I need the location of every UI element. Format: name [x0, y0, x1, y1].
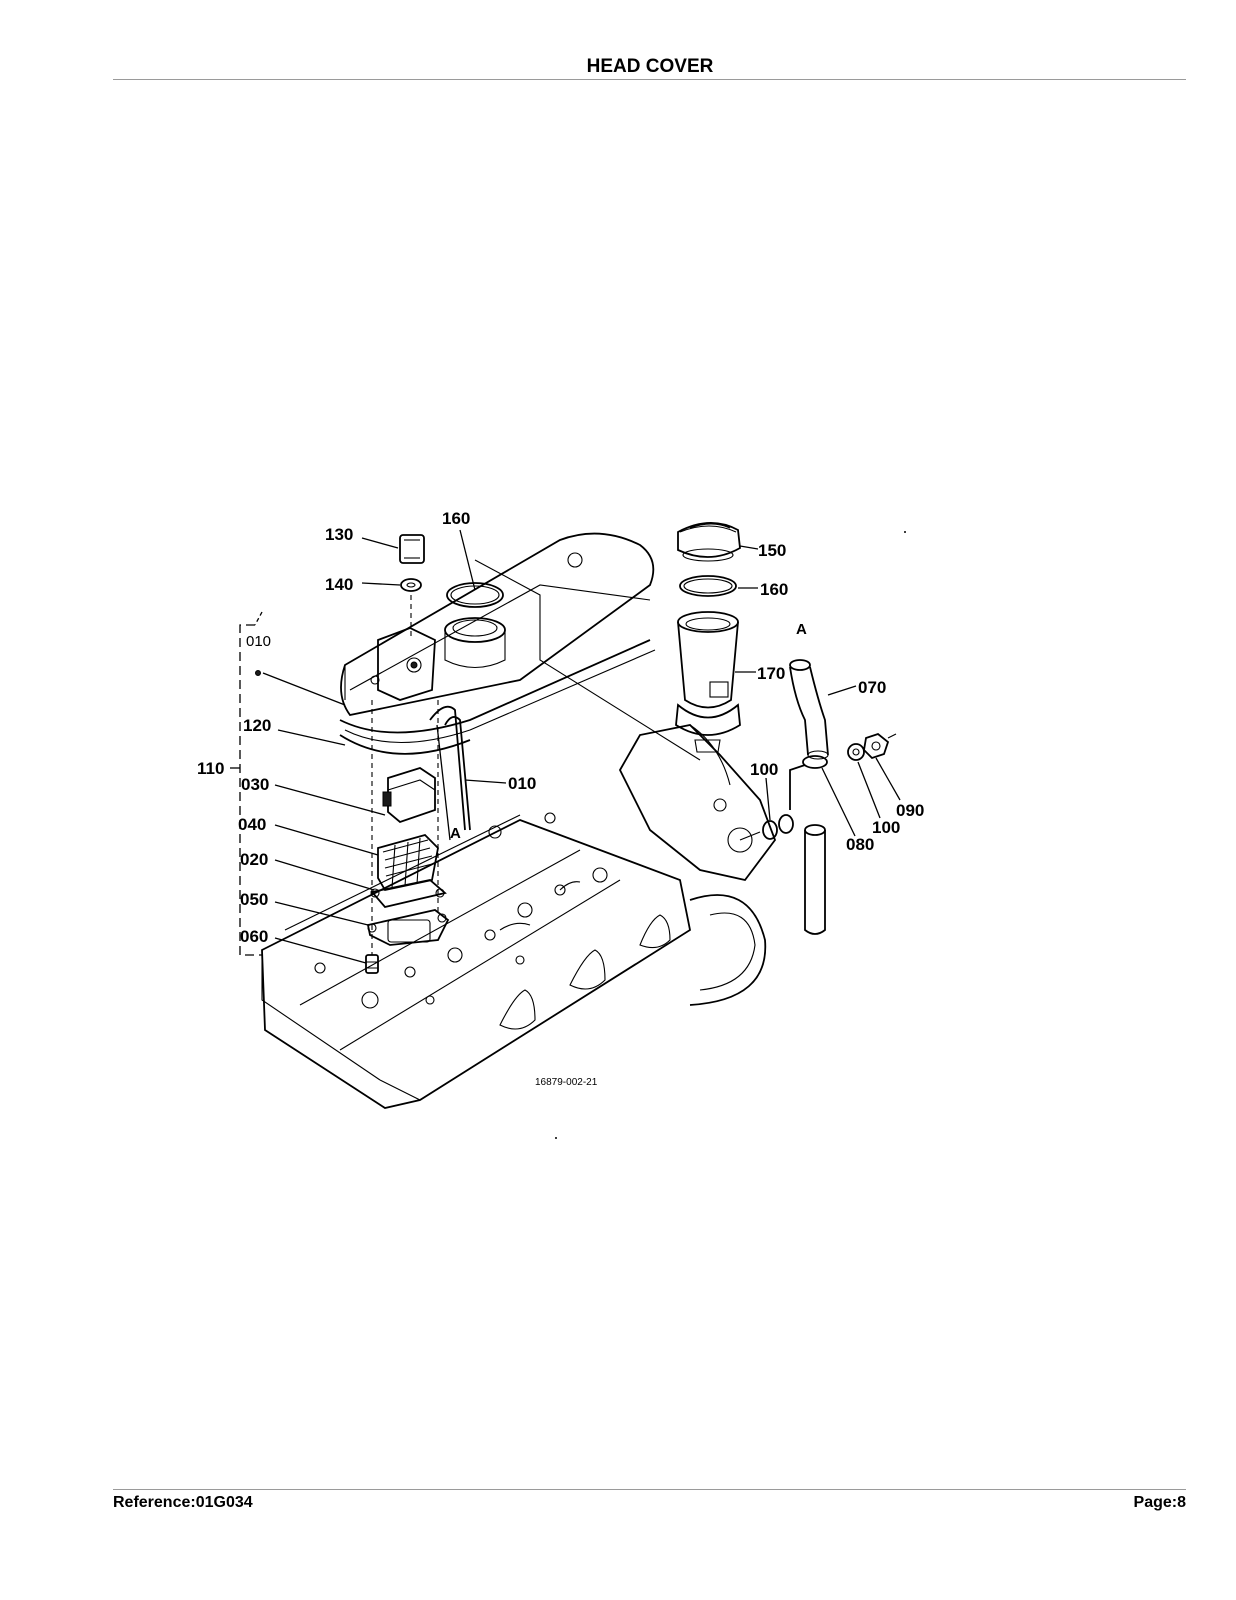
part-100-washer-left [762, 814, 794, 840]
callout-020: 020 [240, 850, 268, 869]
callout-070: 070 [858, 678, 886, 697]
part-170-filler-neck [675, 611, 741, 753]
part-060-bolt [365, 954, 379, 974]
callout-110: 110 [197, 759, 224, 778]
part-030-element [382, 767, 436, 824]
part-050-gasket [366, 909, 450, 946]
part-020-plate [370, 879, 447, 908]
footer-divider [113, 1489, 1186, 1490]
part-160-o-ring-right [679, 575, 737, 597]
part-100-washer-right [847, 743, 865, 761]
connection-mark-a-top: A [796, 621, 807, 638]
page-number: Page:8 [1133, 1494, 1186, 1511]
head-cover [339, 532, 656, 841]
callout-130: 130 [325, 525, 353, 544]
callout-100-right: 100 [872, 818, 900, 837]
leader-lines [262, 529, 901, 964]
callout-080: 080 [846, 835, 874, 854]
callout-030: 030 [241, 775, 269, 794]
callout-040: 040 [238, 815, 266, 834]
part-080-clamp [789, 755, 828, 810]
callout-090: 090 [896, 801, 924, 820]
cylinder-head-block [261, 724, 777, 1109]
callout-160-right: 160 [760, 580, 788, 599]
callout-labels: 130 140 160 150 160 170 070 010 120 110 … [197, 509, 924, 1088]
callout-050: 050 [240, 890, 268, 909]
reference-number: Reference:01G034 [113, 1494, 253, 1511]
connection-mark-a-bottom: A [450, 825, 461, 842]
part-160-o-ring-left [446, 582, 504, 608]
part-090-nut [863, 732, 890, 760]
callout-010: 010 [508, 774, 536, 793]
header-divider [113, 79, 1186, 80]
callout-060: 060 [240, 927, 268, 946]
callout-170: 170 [757, 664, 785, 683]
callout-140: 140 [325, 575, 353, 594]
page-title: HEAD COVER [586, 56, 714, 77]
part-040-filter [377, 833, 439, 892]
callout-160-left: 160 [442, 509, 470, 528]
callout-150: 150 [758, 541, 786, 560]
part-120-gasket [339, 734, 471, 755]
part-150-filler-cap [677, 522, 741, 562]
drawing-code: 16879-002-21 [535, 1077, 598, 1088]
callout-120: 120 [243, 716, 271, 735]
part-070-hose [789, 659, 829, 760]
part-140-washer [400, 578, 422, 592]
part-130-nut [399, 534, 425, 564]
group-label-010: 010 [246, 633, 271, 650]
lower-hose [804, 824, 826, 935]
callout-100-left: 100 [750, 760, 778, 779]
